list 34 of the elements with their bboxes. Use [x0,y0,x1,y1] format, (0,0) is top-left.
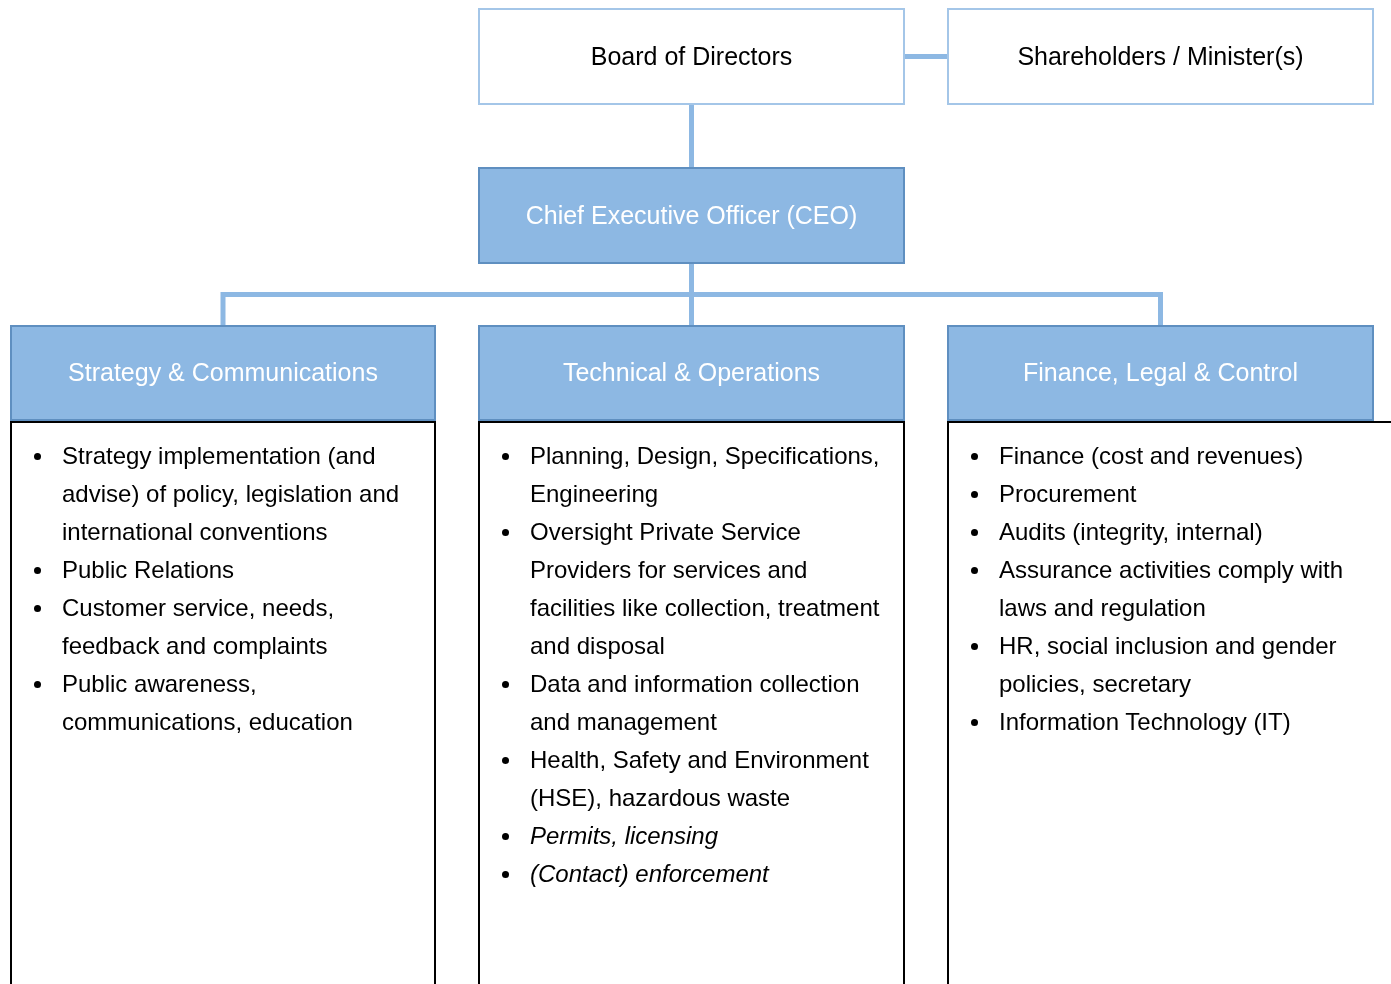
list-item: Oversight Private Service Providers for services and facilities like collection, treatment and disposal [530,517,881,661]
node-label: Chief Executive Officer (CEO) [525,199,858,231]
list-item: Information Technology (IT) [999,707,1291,737]
node-label: Shareholders / Minister(s) [1017,40,1304,72]
list-item: Planning, Design, Specifications, Engineering [530,441,881,509]
list-item: Assurance activities comply with laws and regulation [999,555,1345,623]
responsibility-list-box [478,421,905,984]
list-item: Health, Safety and Environment (HSE), hazardous waste [530,745,870,813]
list-item: Public awareness, communications, education [62,669,354,737]
department-header [10,325,436,421]
list-item: Strategy implementation (and advise) of policy, legislation and international conventions [62,441,401,547]
list-item: Data and information collection and management [530,669,861,737]
list-item: Customer service, needs, feedback and complaints [62,593,336,661]
department-header [947,325,1374,421]
list-item: Public Relations [62,555,235,585]
connector-line [689,264,1163,325]
list-item: Audits (integrity, internal) [999,517,1263,547]
list-item: Procurement [999,479,1137,509]
node-label: Technical & Operations [562,357,821,389]
list-item: Permits, licensing [530,821,719,851]
org-box [947,8,1374,105]
list-item: HR, social inclusion and gender policies, secretary [999,631,1338,699]
connector-line [905,54,947,59]
node-label: Board of Directors [590,40,793,72]
responsibility-list-box [947,421,1391,984]
department-header [478,167,905,264]
node-label: Finance, Legal & Control [1022,357,1299,389]
node-label: Strategy & Communications [68,357,378,389]
list-item: (Contact) enforcement [530,859,769,889]
connector-line [689,105,694,167]
department-header [478,325,905,421]
org-box [478,8,905,105]
list-item: Finance (cost and revenues) [999,441,1304,471]
responsibility-list-box [10,421,436,984]
